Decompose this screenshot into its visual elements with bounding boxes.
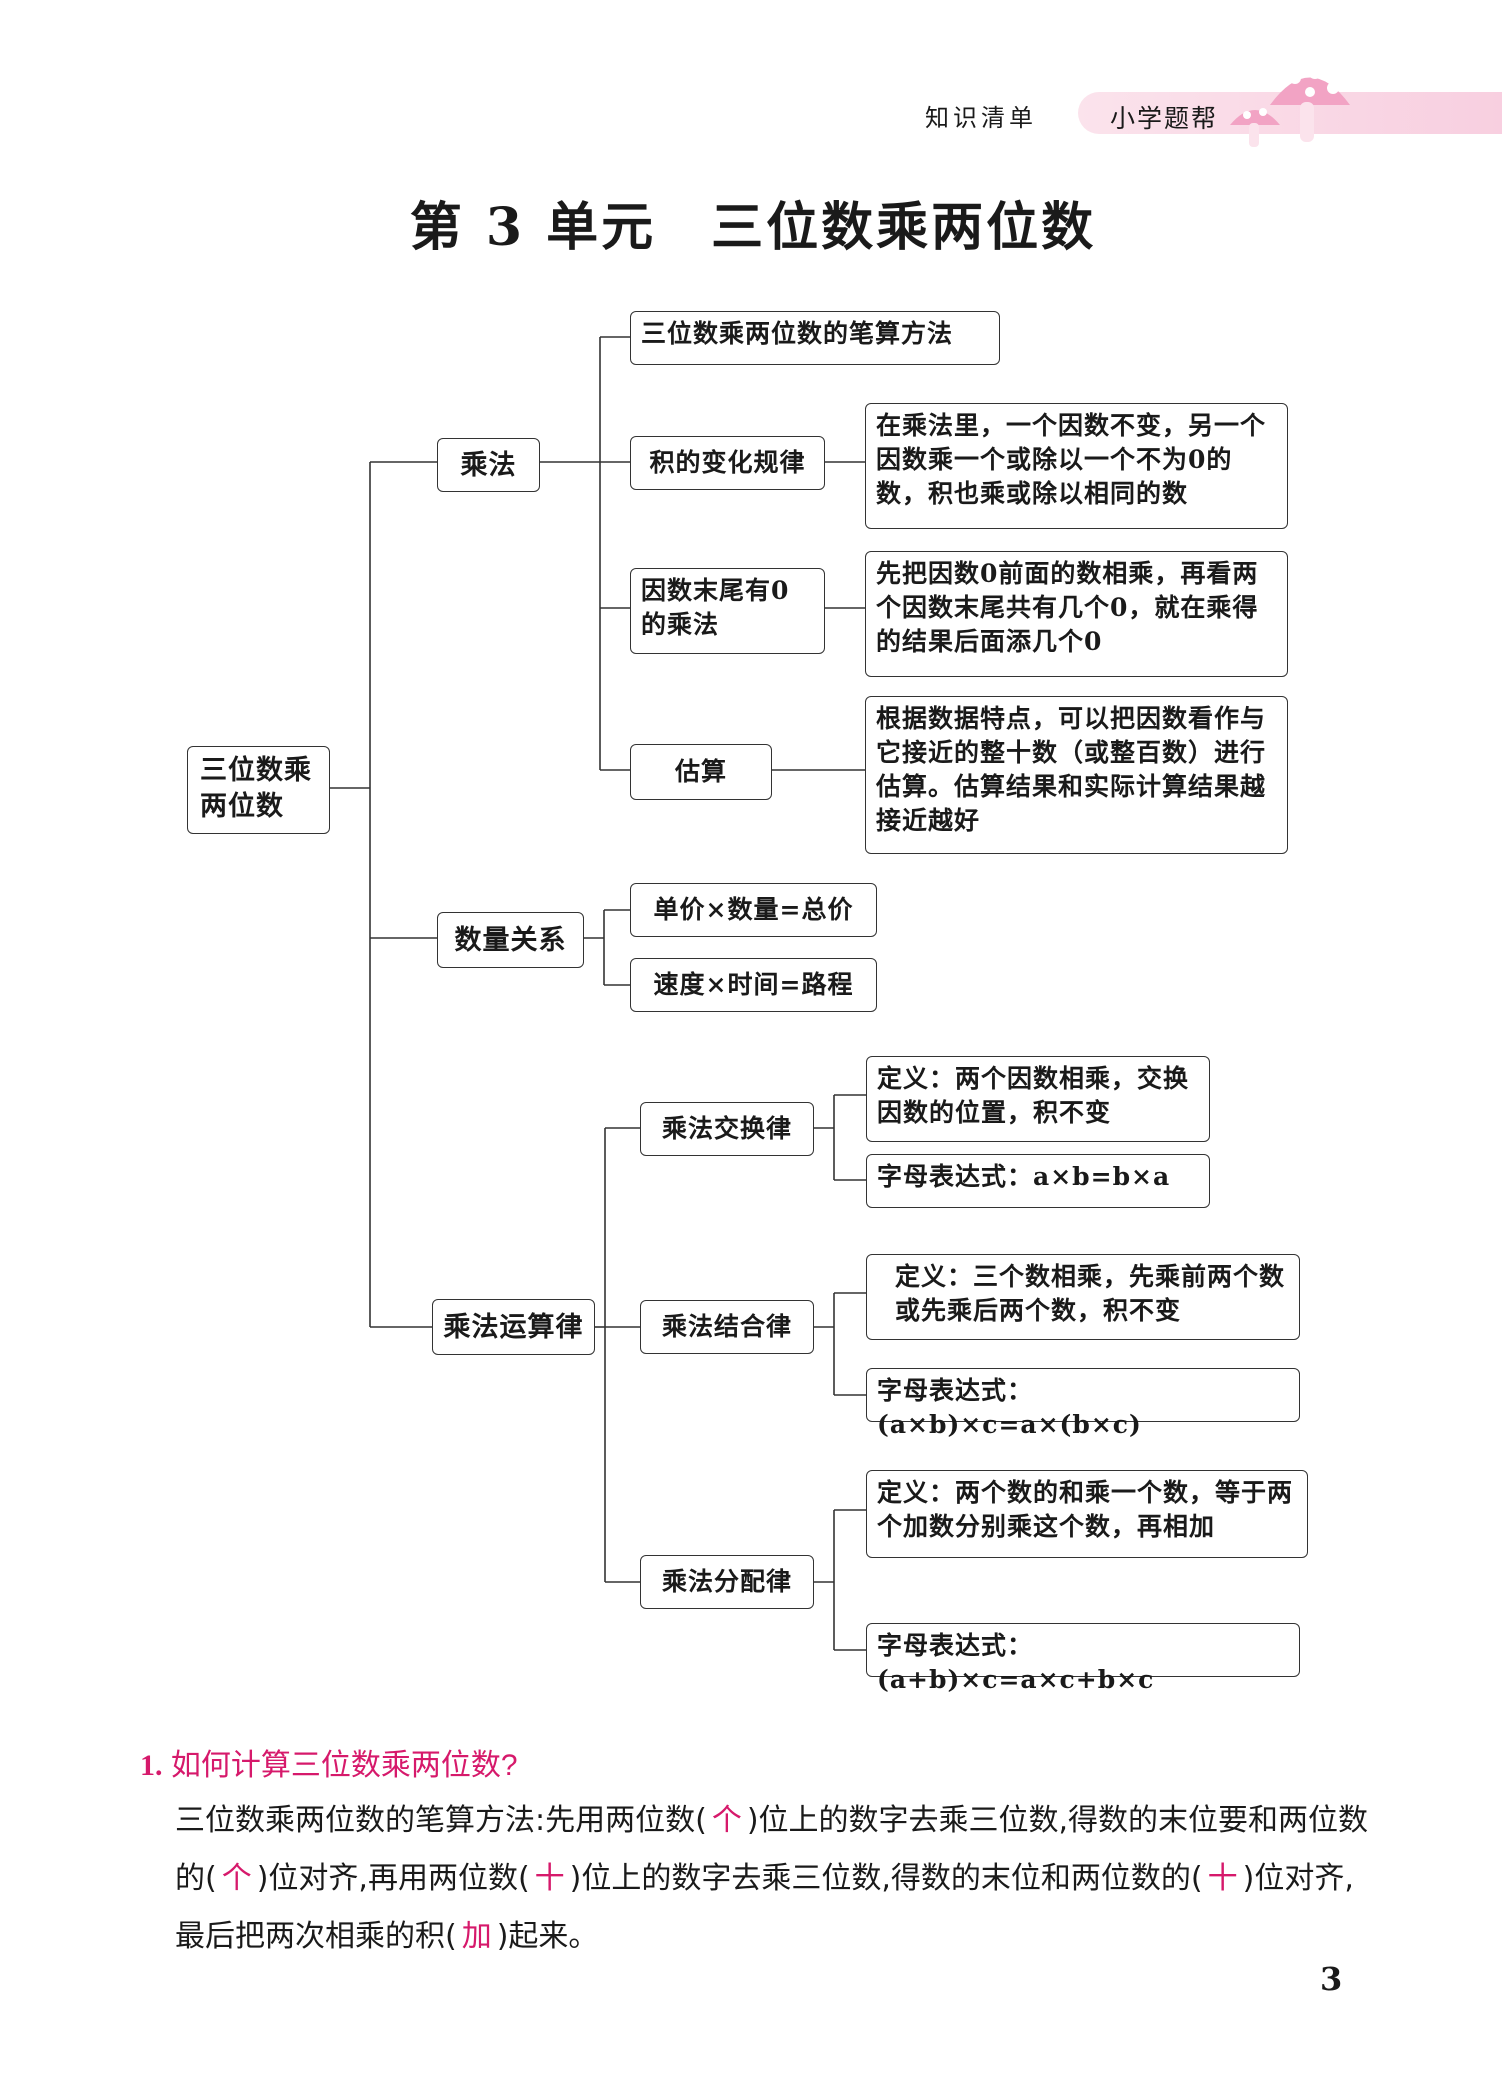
law-distributive-definition: 定义：两个数的和乘一个数，等于两个加数分别乘这个数，再相加 — [866, 1470, 1308, 1558]
detail-zero-ending: 先把因数0前面的数相乘，再看两个因数末尾共有几个0，就在乘得的结果后面添几个0 — [865, 551, 1288, 677]
law-commutative: 乘法交换律 — [640, 1102, 814, 1156]
page-title: 第 3 单元 三位数乘两位数 — [409, 197, 1097, 258]
item-product-change-rule: 积的变化规律 — [630, 436, 825, 490]
law-distributive: 乘法分配律 — [640, 1555, 814, 1609]
question-1: 1. 如何计算三位数乘两位数? — [140, 1740, 518, 1784]
category-multiplication: 乘法 — [437, 438, 540, 492]
law-associative: 乘法结合律 — [640, 1300, 814, 1354]
law-commutative-definition: 定义：两个因数相乘，交换因数的位置，积不变 — [866, 1056, 1210, 1142]
law-associative-definition: 定义：三个数相乘，先乘前两个数或先乘后两个数，积不变 — [866, 1254, 1300, 1340]
answer-text: )起来。 — [496, 1919, 599, 1954]
law-associative-formula: 字母表达式：(a×b)×c=a×(b×c) — [866, 1368, 1300, 1439]
question-text: 如何计算三位数乘两位数? — [170, 1749, 518, 1782]
section-label: 知识清单 — [925, 104, 1037, 132]
mushroom-icon — [1230, 65, 1350, 147]
answer-blank: 十 — [1207, 1861, 1238, 1896]
answer-text: 三位数乘两位数的笔算方法:先用两位数( — [175, 1803, 707, 1838]
answer-text: )位对齐,最后把两次相乘的积( — [175, 1861, 1354, 1954]
answer-blank: 个 — [221, 1861, 252, 1896]
category-quantity-relation: 数量关系 — [437, 912, 584, 968]
answer-paragraph: 三位数乘两位数的笔算方法:先用两位数(个)位上的数字去乘三位数,得数的末位要和两… — [175, 1792, 1375, 1966]
answer-blank: 加 — [461, 1919, 492, 1954]
relation-speed: 速度×时间=路程 — [630, 958, 877, 1012]
question-number: 1. — [140, 1749, 163, 1782]
law-distributive-formula: 字母表达式：(a+b)×c=a×c+b×c — [866, 1623, 1300, 1694]
answer-text: )位对齐,再用两位数( — [256, 1861, 530, 1896]
answer-blank: 个 — [711, 1803, 742, 1838]
brand-text: 小学题帮 — [1110, 105, 1219, 133]
item-written-method: 三位数乘两位数的笔算方法 — [630, 311, 1000, 365]
relation-price: 单价×数量=总价 — [630, 883, 877, 937]
answer-blank: 十 — [534, 1861, 565, 1896]
item-estimation: 估算 — [630, 744, 772, 800]
category-multiplication-laws: 乘法运算律 — [432, 1299, 595, 1355]
answer-text: )位上的数字去乘三位数,得数的末位和两位数的( — [569, 1861, 1203, 1896]
answer-text: )位上的数字去乘三位数,得数的末位要和两位数的( — [175, 1803, 1369, 1896]
law-commutative-formula: 字母表达式：a×b=b×a — [866, 1154, 1210, 1208]
root-node: 三位数乘两位数 — [187, 746, 330, 834]
page-number: 3 — [1320, 1960, 1343, 1998]
detail-estimation: 根据数据特点，可以把因数看作与它接近的整十数（或整百数）进行估算。估算结果和实际… — [865, 696, 1288, 854]
detail-product-change-rule: 在乘法里，一个因数不变，另一个因数乘一个或除以一个不为0的数，积也乘或除以相同的… — [865, 403, 1288, 529]
item-zero-ending-multiplication: 因数末尾有0的乘法 — [630, 568, 825, 654]
